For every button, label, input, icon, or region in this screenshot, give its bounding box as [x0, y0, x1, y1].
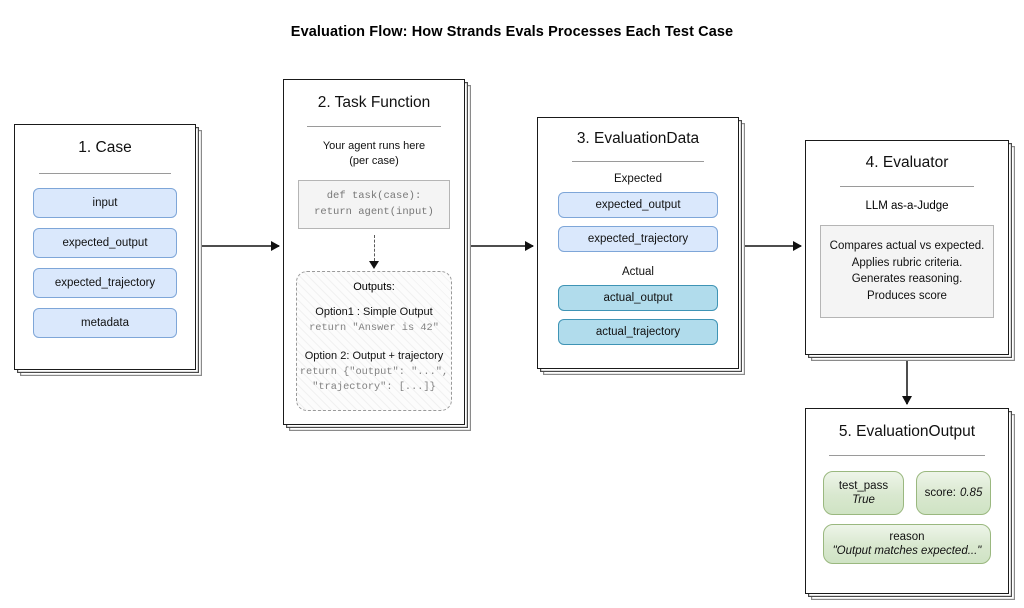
evaluator-detail-3: Generates reasoning.: [851, 273, 963, 286]
divider: [829, 455, 985, 456]
step-case-card: 1. Case input expected_output expected_t…: [14, 124, 196, 370]
divider: [572, 161, 704, 162]
evaluator-detail-1: Compares actual vs expected.: [829, 240, 985, 252]
arrowhead-down-icon: [369, 261, 379, 270]
step-task-function-card: 2. Task Function Your agent runs here (p…: [283, 79, 465, 425]
actual-section-label: Actual: [622, 266, 654, 278]
arrow-evaluator-to-evaluationoutput: [906, 359, 908, 404]
task-function-code-block: def task(case): return agent(input): [298, 179, 450, 230]
task-function-note-line2: (per case): [349, 154, 399, 167]
case-field-input[interactable]: input: [33, 188, 177, 218]
evaluationdata-expected-trajectory[interactable]: expected_trajectory: [558, 226, 718, 252]
outputs-option2-code-line1: return {"output": "...",: [299, 366, 449, 379]
evaluationdata-expected-output[interactable]: expected_output: [558, 192, 718, 218]
evaluator-subtitle: LLM as-a-Judge: [865, 200, 949, 212]
reason-value: "Output matches expected...": [832, 545, 982, 557]
task-function-flow-connector: [284, 235, 464, 270]
score-value: 0.85: [959, 486, 983, 499]
expected-section-label: Expected: [614, 173, 662, 185]
outputs-option1-code: return "Answer is 42": [309, 322, 439, 335]
step-evaluationdata-title: 3. EvaluationData: [576, 130, 700, 147]
evaluator-details-panel: Compares actual vs expected. Applies rub…: [820, 225, 994, 318]
case-field-expected-trajectory[interactable]: expected_trajectory: [33, 268, 177, 298]
evaluationdata-actual-trajectory[interactable]: actual_trajectory: [558, 319, 718, 345]
evaluator-detail-4: Produces score: [867, 290, 947, 303]
arrow-evaluationdata-to-evaluator: [741, 245, 801, 247]
test-pass-label: test_pass: [838, 479, 889, 492]
step-task-function-title: 2. Task Function: [317, 94, 431, 111]
case-field-expected-output[interactable]: expected_output: [33, 228, 177, 258]
outputs-option2-code-line2: "trajectory": [...]}: [312, 381, 436, 394]
outputs-heading: Outputs:: [353, 281, 395, 294]
divider: [840, 186, 974, 187]
step-evaluationdata-card: 3. EvaluationData Expected expected_outp…: [537, 117, 739, 369]
task-function-outputs-panel: Outputs: Option1 : Simple Output return …: [296, 271, 452, 412]
outputs-option2-label: Option 2: Output + trajectory: [304, 350, 444, 363]
task-function-code-line2: return agent(input): [314, 205, 434, 218]
evaluationoutput-test-pass[interactable]: test_pass True: [823, 471, 904, 515]
reason-label: reason: [889, 530, 925, 543]
dotted-line: [373, 235, 375, 262]
task-function-note-line1: Your agent runs here: [322, 140, 426, 152]
task-function-code-line1: def task(case):: [326, 189, 422, 202]
task-function-note: Your agent runs here (per case): [284, 139, 464, 169]
test-pass-value: True: [852, 494, 875, 506]
evaluator-detail-2: Applies rubric criteria.: [851, 256, 963, 269]
arrow-task-to-evaluationdata: [467, 245, 533, 247]
outputs-option1-label: Option1 : Simple Output: [315, 306, 433, 319]
step-evaluator-card: 4. Evaluator LLM as-a-Judge Compares act…: [805, 140, 1009, 355]
score-label: score:: [924, 486, 956, 499]
divider: [39, 173, 171, 174]
step-evaluationoutput-card: 5. EvaluationOutput test_pass True score…: [805, 408, 1009, 594]
arrow-case-to-task: [197, 245, 279, 247]
step-case-title: 1. Case: [78, 139, 132, 156]
evaluationoutput-score[interactable]: score: 0.85: [915, 471, 991, 515]
evaluationdata-actual-output[interactable]: actual_output: [558, 285, 718, 311]
page-title: Evaluation Flow: How Strands Evals Proce…: [290, 24, 734, 40]
divider: [307, 126, 441, 127]
step-evaluator-title: 4. Evaluator: [865, 154, 949, 171]
evaluationoutput-reason[interactable]: reason "Output matches expected...": [823, 524, 991, 564]
step-evaluationoutput-title: 5. EvaluationOutput: [838, 423, 976, 440]
case-field-metadata[interactable]: metadata: [33, 308, 177, 338]
